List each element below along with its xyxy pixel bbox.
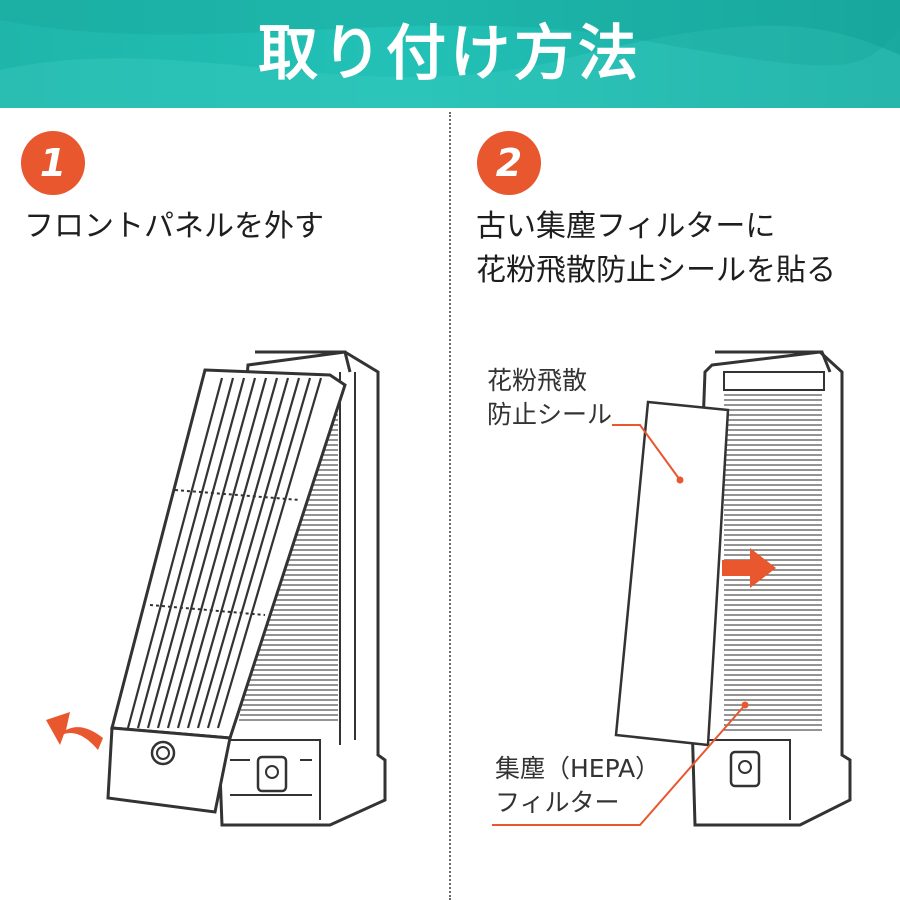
filter-leader-dot <box>741 701 749 709</box>
step-2-title-line-2: 花粉飛散防止シールを貼る <box>476 253 836 288</box>
remove-arrow-icon <box>46 712 103 750</box>
panel-grille-bar <box>186 377 290 729</box>
column-divider <box>449 112 451 900</box>
apply-arrow-icon <box>722 548 776 588</box>
front-panel <box>106 368 347 814</box>
header-banner: 取り付け方法 <box>0 0 900 108</box>
seal-callout: 花粉飛散 防止シール <box>487 364 612 432</box>
step-1-badge: 1 <box>21 131 85 195</box>
step-2-number: 2 <box>496 141 522 185</box>
panel-grille-bar <box>146 377 246 729</box>
banner-wave-decoration <box>0 0 900 108</box>
step-2-title: 古い集塵フィルターに 花粉飛散防止シールを貼る <box>476 205 836 293</box>
panel-grille-bar <box>176 377 279 729</box>
panel-grille-bar <box>126 377 224 729</box>
filter-callout-line-2: フィルター <box>495 788 620 817</box>
step-1-number: 1 <box>40 141 66 185</box>
step-1-title-line: フロントパネルを外す <box>24 209 324 244</box>
page-title: 取り付け方法 <box>258 19 642 89</box>
seal-callout-line-1: 花粉飛散 <box>487 366 588 395</box>
panel-grille-bar <box>166 377 268 729</box>
seal-sheet <box>614 400 730 747</box>
filter-callout: 集塵（HEPA） フィルター <box>495 752 660 820</box>
step-2-title-line-1: 古い集塵フィルターに <box>476 209 776 244</box>
seal-leader-line <box>612 424 681 481</box>
panel-grille-bar <box>196 377 301 729</box>
panel-grille-bar <box>156 377 257 729</box>
panel-grille-bar <box>216 377 323 729</box>
filter-callout-line-1: 集塵（HEPA） <box>495 754 661 783</box>
panel-grille-bar <box>136 377 235 729</box>
filter-stripes-2 <box>724 394 822 731</box>
filter-leader-line <box>492 704 746 826</box>
step-2-badge: 2 <box>477 131 541 195</box>
seal-callout-line-2: 防止シール <box>487 400 613 429</box>
seal-leader-dot <box>676 476 684 484</box>
step-1-title: フロントパネルを外す <box>24 205 324 249</box>
panel-grille-bar <box>206 377 312 729</box>
